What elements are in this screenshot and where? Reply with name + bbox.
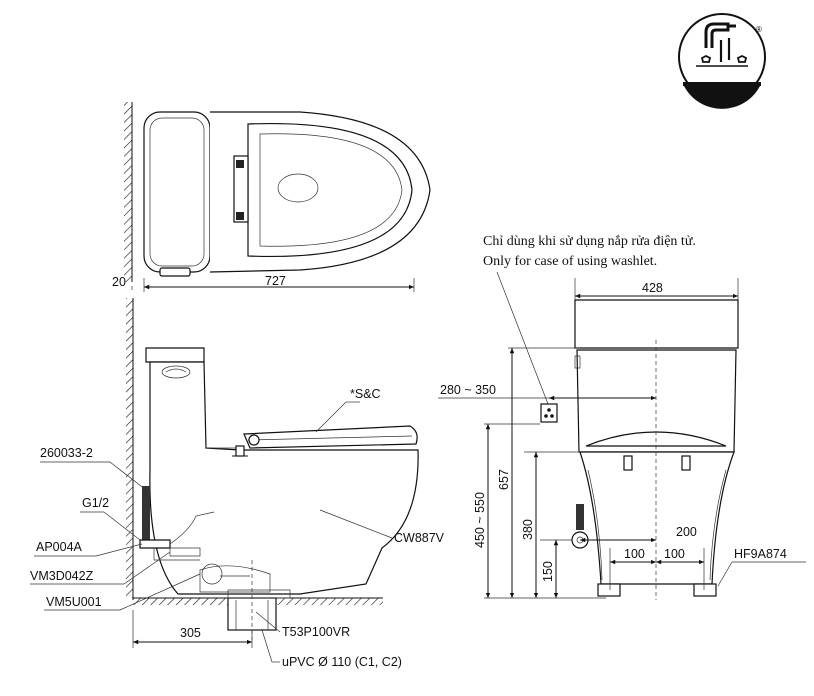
- callout-seat-cover: *S&C: [350, 387, 381, 401]
- callout-waste-trap: T53P100VR: [282, 625, 350, 639]
- dim-width: 428: [642, 281, 663, 295]
- dim-length: 727: [265, 274, 286, 288]
- callout-floor-flange: VM5U001: [46, 595, 102, 609]
- callout-bowl-model: CW887V: [394, 531, 445, 545]
- dim-outlet-offset: 280 ~ 350: [440, 383, 496, 397]
- dim-valve-height: 150: [541, 561, 555, 582]
- side-view: 305 *S&C 260033-2 G1/2 AP004A VM3D042Z V…: [30, 298, 445, 669]
- dim-rough-in: 305: [180, 626, 201, 640]
- callout-angle-valve: AP004A: [36, 540, 83, 554]
- dim-total-height: 657: [497, 469, 511, 490]
- callout-bolt-kit: HF9A874: [734, 547, 787, 561]
- callout-inlet-thread: G1/2: [82, 496, 109, 510]
- washlet-note-en: Only for case of using washlet.: [483, 254, 657, 269]
- dim-outlet-height: 450 ~ 550: [473, 492, 487, 548]
- logo-registered-mark: ®: [756, 25, 762, 34]
- dim-seat-height: 380: [521, 519, 535, 540]
- dim-valve-spacing: 200: [676, 525, 697, 539]
- washlet-note-vi: Chỉ dùng khi sử dụng nắp rửa điện tử.: [483, 234, 696, 249]
- tap-logo-icon: ®: [678, 13, 766, 109]
- dim-wall-gap: 20: [112, 275, 126, 289]
- top-view: 20 727: [112, 102, 431, 292]
- callout-stop-valve: 260033-2: [40, 446, 93, 460]
- callout-supply-hose: VM3D042Z: [30, 569, 94, 583]
- dim-bolt-right: 100: [664, 547, 685, 561]
- front-view: Chỉ dùng khi sử dụng nắp rửa điện tử. On…: [438, 234, 806, 600]
- dim-bolt-left: 100: [624, 547, 645, 561]
- callout-drain-pipe: uPVC Ø 110 (C1, C2): [282, 655, 402, 669]
